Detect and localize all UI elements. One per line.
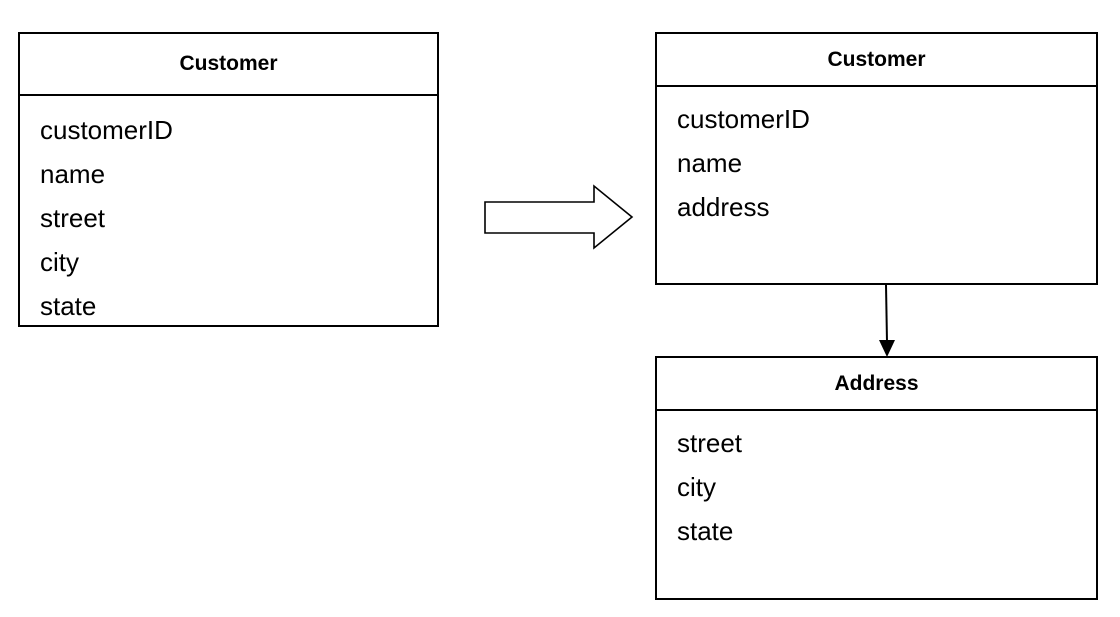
- attribute-city: city: [40, 247, 79, 277]
- attribute-name: name: [40, 159, 106, 189]
- address-class: Address street city state: [655, 356, 1098, 600]
- customer-class-after: Customer customerID name address: [655, 32, 1098, 285]
- attribute-customerid: customerID: [677, 104, 810, 134]
- attribute-city: city: [677, 472, 716, 502]
- transform-arrow-icon: [484, 184, 634, 250]
- attribute-street: street: [40, 203, 106, 233]
- attribute-list: customerID name address: [657, 87, 1096, 229]
- attribute-list: customerID name street city state: [20, 96, 437, 328]
- attribute-address: address: [677, 192, 770, 222]
- attribute-name: name: [677, 148, 743, 178]
- class-name: Customer: [657, 34, 1096, 87]
- association-line: [885, 284, 888, 343]
- attribute-state: state: [40, 291, 97, 321]
- attribute-state: state: [677, 516, 734, 546]
- association-arrow: [879, 284, 895, 357]
- attribute-customerid: customerID: [40, 115, 173, 145]
- arrowhead-down-icon: [879, 340, 895, 357]
- customer-class-before: Customer customerID name street city sta…: [18, 32, 439, 327]
- attribute-street: street: [677, 428, 743, 458]
- class-name: Address: [657, 358, 1096, 411]
- attribute-list: street city state: [657, 411, 1096, 553]
- class-name: Customer: [20, 34, 437, 96]
